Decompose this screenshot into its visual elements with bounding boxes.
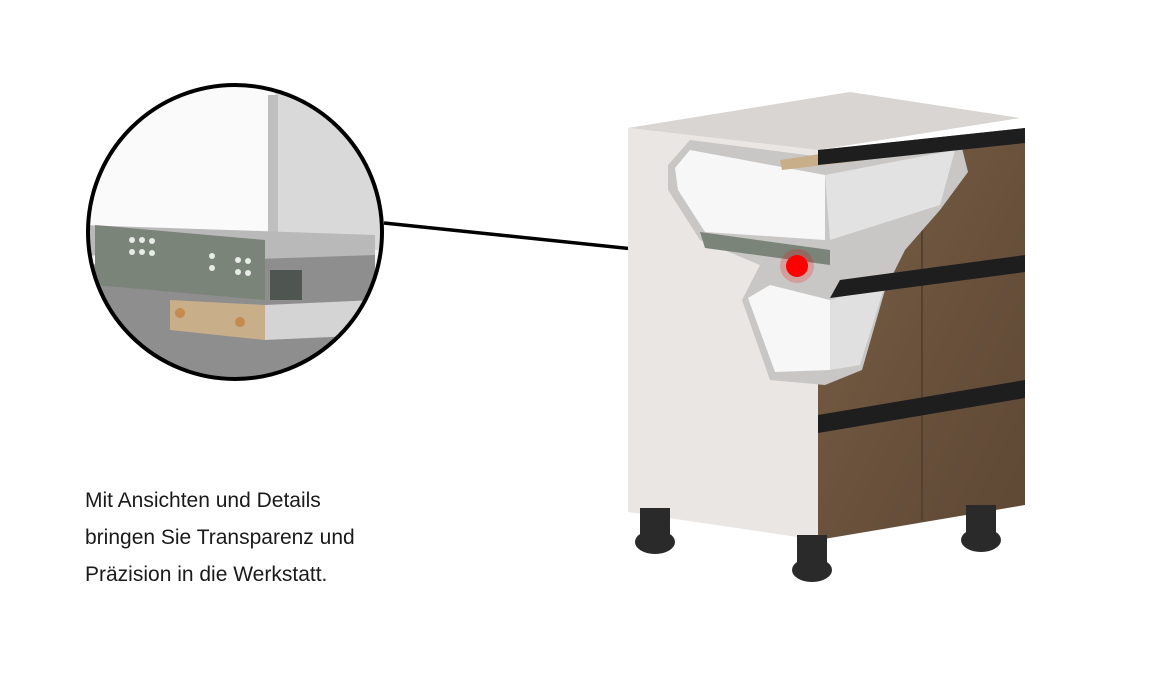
caption-text: Mit Ansichten und Details bringen Sie Tr… bbox=[85, 482, 355, 593]
caption-line: bringen Sie Transparenz und bbox=[85, 526, 355, 549]
rail-holes bbox=[129, 237, 251, 276]
cabinet-feet bbox=[635, 505, 1001, 582]
caption-line: Präzision in die Werkstatt. bbox=[85, 563, 328, 586]
detail-magnifier bbox=[86, 83, 384, 381]
chipboard bbox=[170, 300, 265, 340]
drawer-rail bbox=[95, 225, 265, 300]
highlight-marker[interactable] bbox=[786, 255, 808, 277]
cabinet bbox=[628, 92, 1025, 582]
caption-line: Mit Ansichten und Details bbox=[85, 489, 321, 512]
